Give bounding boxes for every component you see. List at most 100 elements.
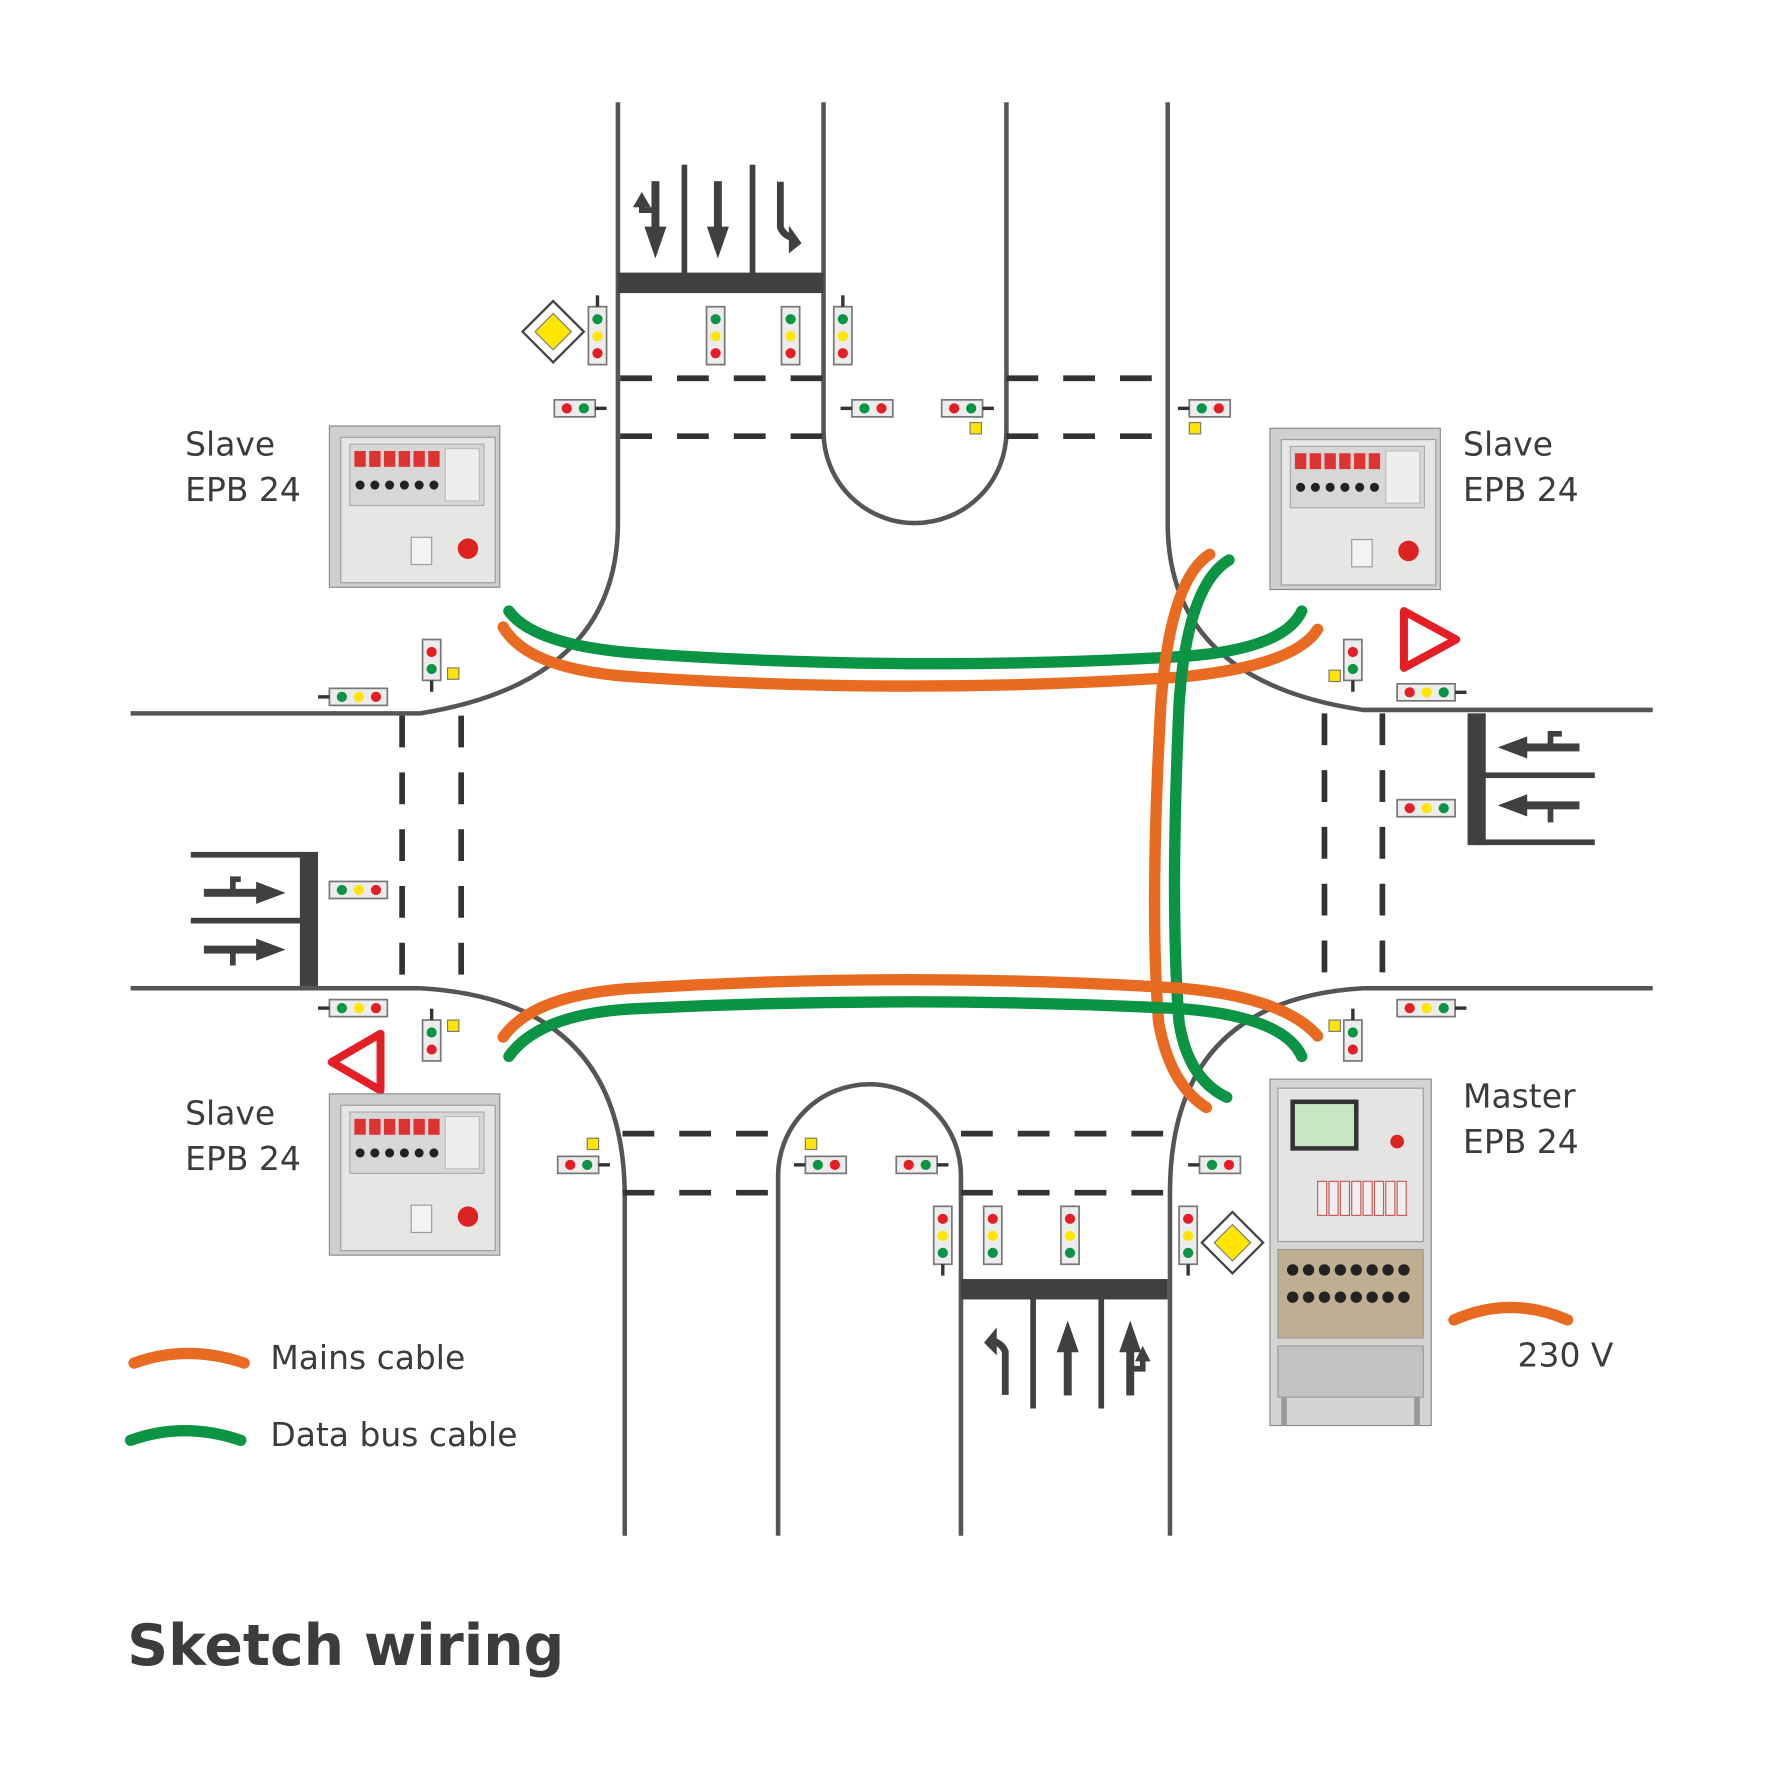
red-lamp — [561, 403, 572, 414]
yellow-lamp — [937, 1230, 948, 1241]
supply-cable — [1448, 1301, 1574, 1326]
yellow-lamp — [987, 1230, 998, 1241]
green-lamp — [920, 1159, 931, 1170]
traffic-light — [982, 1205, 1003, 1266]
page-title: Sketch wiring — [127, 1613, 564, 1679]
green-lamp — [1438, 803, 1449, 814]
request-button — [1328, 669, 1341, 683]
legend-bus-label: Data bus cable — [270, 1415, 517, 1454]
cabinet-model-label: EPB 24 — [1463, 1122, 1579, 1161]
yellow-lamp — [1421, 687, 1432, 698]
stop-line-west — [299, 851, 319, 986]
red-lamp — [837, 348, 848, 359]
traffic-light — [328, 880, 389, 900]
red-lamp — [1213, 403, 1224, 414]
mains-cable-north — [497, 621, 1324, 692]
traffic-light — [1396, 998, 1467, 1018]
traffic-light — [553, 398, 607, 418]
mains-cable-east — [1148, 548, 1216, 1114]
red-lamp — [370, 691, 382, 702]
emergency-stop-icon — [1390, 1134, 1404, 1149]
arrow-left-straight-icon — [632, 181, 667, 259]
legend-mains-swatch — [128, 1347, 250, 1369]
slave-cabinet-nw — [328, 425, 501, 588]
stop-line-south — [960, 1279, 1168, 1300]
cabinet-role-label: Slave — [185, 1094, 275, 1133]
yellow-lamp — [837, 331, 848, 342]
legend: Mains cable Data bus cable — [124, 1338, 517, 1454]
slave-cabinet-ne — [1269, 427, 1441, 591]
green-lamp — [859, 403, 870, 414]
road-edge — [130, 102, 621, 716]
yellow-lamp — [353, 884, 365, 896]
supply-voltage-label: 230 V — [1518, 1335, 1614, 1374]
traffic-light — [318, 687, 389, 707]
red-lamp — [1223, 1159, 1235, 1170]
legend-bus-swatch — [124, 1425, 247, 1446]
green-lamp — [987, 1247, 998, 1259]
red-lamp — [1404, 687, 1415, 698]
green-lamp — [1206, 1159, 1218, 1170]
yellow-lamp — [353, 691, 365, 702]
green-lamp — [937, 1247, 948, 1259]
cabinet-role-label: Slave — [1463, 424, 1553, 463]
arrow-straight-right-icon — [1497, 794, 1580, 823]
traffic-light — [1060, 1205, 1080, 1266]
crosswalks — [399, 375, 1386, 1196]
yellow-lamp — [785, 331, 796, 342]
traffic-light — [1342, 638, 1363, 692]
stop-line-north — [617, 272, 824, 294]
lane-divider — [1476, 772, 1595, 779]
traffic-light — [895, 1155, 949, 1175]
green-lamp — [785, 314, 796, 325]
traffic-light — [318, 998, 389, 1018]
road-edge — [821, 102, 1009, 526]
arrow-straight-right-icon — [203, 938, 286, 966]
green-lamp — [812, 1159, 823, 1170]
green-lamp — [426, 1027, 437, 1038]
slave-cabinet-sw — [328, 1093, 501, 1256]
green-lamp — [426, 663, 437, 675]
request-button — [446, 667, 460, 680]
green-lamp — [1196, 403, 1207, 414]
cabinet-model-label: EPB 24 — [1463, 470, 1579, 509]
yellow-lamp — [353, 1002, 365, 1014]
arrow-left-turn-icon — [984, 1327, 1009, 1395]
lane-divider — [1476, 839, 1595, 846]
cables — [497, 548, 1324, 1114]
legend-mains-label: Mains cable — [270, 1338, 465, 1377]
cabinet-model-label: EPB 24 — [185, 1139, 301, 1178]
green-lamp — [336, 1002, 348, 1014]
lane-divider — [190, 851, 305, 858]
red-lamp — [370, 884, 382, 896]
yellow-lamp — [1183, 1230, 1194, 1241]
bus-cable-east — [1168, 554, 1235, 1103]
yellow-lamp — [592, 331, 603, 342]
request-button — [446, 1019, 460, 1032]
arrow-straight-right-icon — [1119, 1320, 1151, 1396]
green-lamp — [1064, 1247, 1076, 1259]
traffic-light — [1178, 1205, 1199, 1276]
stop-line-east — [1467, 713, 1486, 846]
priority-road-sign — [1200, 1210, 1265, 1275]
red-lamp — [1347, 1044, 1358, 1055]
master-cabinet-se — [1269, 1078, 1432, 1427]
traffic-light — [556, 1155, 610, 1175]
traffic-light — [832, 295, 853, 366]
traffic-light — [587, 295, 608, 366]
red-lamp — [903, 1159, 914, 1170]
traffic-light — [1177, 398, 1232, 418]
red-lamp — [1404, 803, 1415, 814]
red-lamp — [876, 403, 887, 414]
red-lamp — [426, 646, 437, 658]
green-lamp — [1438, 1002, 1449, 1014]
green-lamp — [966, 403, 977, 414]
road-edge — [775, 1082, 964, 1536]
traffic-light — [793, 1155, 848, 1175]
lane-divider — [749, 164, 756, 279]
emergency-stop-icon — [457, 1206, 479, 1227]
lane-divider — [1030, 1294, 1036, 1409]
yield-sign — [327, 1029, 385, 1095]
lane-divider — [190, 917, 305, 924]
